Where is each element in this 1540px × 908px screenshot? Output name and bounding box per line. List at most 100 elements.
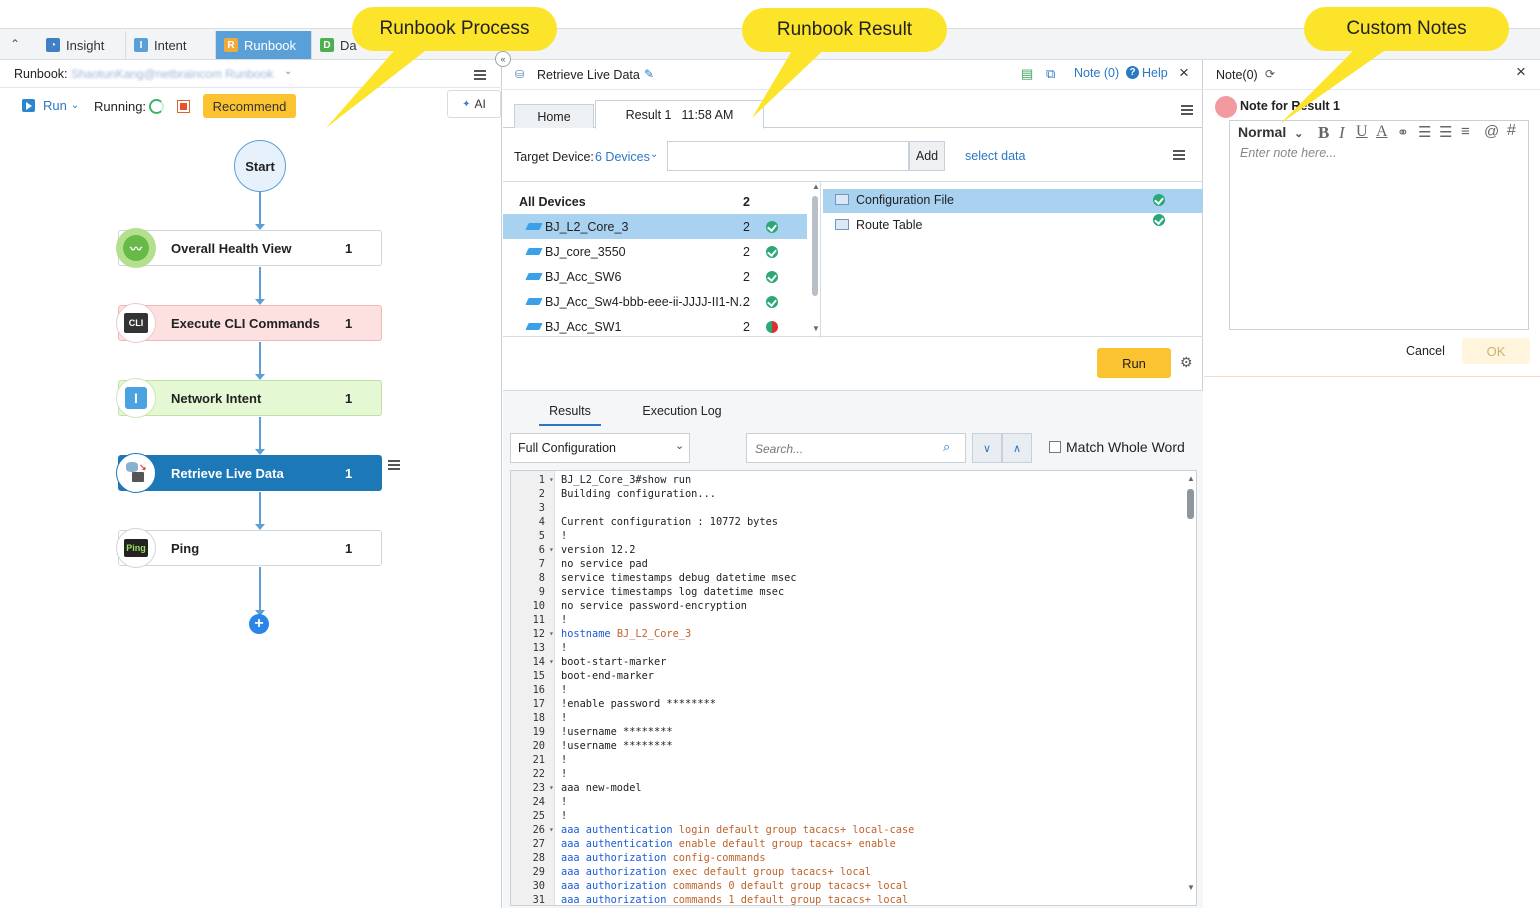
ok-button[interactable]: OK: [1462, 338, 1530, 364]
code-line: 12▾hostname BJ_L2_Core_3: [511, 627, 1181, 641]
code-line: 26▾aaa authentication login default grou…: [511, 823, 1181, 837]
node-ping[interactable]: Ping Ping 1: [118, 530, 382, 566]
code-line: 18!: [511, 711, 1181, 725]
note-placeholder: Enter note here...: [1240, 146, 1337, 160]
code-line: 15boot-end-marker: [511, 669, 1181, 683]
code-text: aaa authorization exec default group tac…: [561, 865, 871, 879]
code-line: 28aaa authorization config-commands: [511, 851, 1181, 865]
code-line: 14▾boot-start-marker: [511, 655, 1181, 669]
add-node-button[interactable]: +: [249, 614, 269, 634]
device-row[interactable]: BJ_L2_Core_3 2: [503, 214, 807, 239]
node-overall-health-view[interactable]: 〰 Overall Health View 1: [118, 230, 382, 266]
device-input[interactable]: [667, 141, 909, 171]
fold-icon[interactable]: ▾: [549, 655, 554, 669]
line-number: 23: [511, 781, 545, 795]
match-whole-checkbox[interactable]: [1049, 441, 1061, 453]
scrollbar[interactable]: ▲ ▼: [1184, 471, 1196, 906]
line-number: 26: [511, 823, 545, 837]
match-whole-label: Match Whole Word: [1066, 439, 1185, 455]
callout-runbook-result: Runbook Result: [742, 8, 947, 52]
flow-connector: [259, 267, 261, 301]
device-row[interactable]: BJ_Acc_Sw4-bbb-eee-ii-JJJJ-II1-N... 2: [503, 289, 807, 314]
code-text: boot-start-marker: [561, 655, 666, 669]
node-retrieve-live-data[interactable]: ↘ Retrieve Live Data 1: [118, 455, 382, 491]
intent-icon: I: [116, 378, 156, 418]
code-text: hostname BJ_L2_Core_3: [561, 627, 691, 641]
line-number: 15: [511, 669, 545, 683]
code-line: 20!username ********: [511, 739, 1181, 753]
node-menu-icon[interactable]: [388, 460, 400, 470]
chevron-down-icon: ⌄: [675, 439, 684, 452]
data-item-route[interactable]: Route Table: [823, 214, 1203, 238]
callout-pointer: [752, 44, 830, 118]
ping-icon: Ping: [116, 528, 156, 568]
success-icon: [1153, 214, 1165, 226]
cancel-button[interactable]: Cancel: [1406, 344, 1445, 358]
switch-icon: [525, 298, 542, 305]
success-icon: [766, 246, 778, 258]
node-count: 1: [345, 241, 352, 256]
node-execute-cli-commands[interactable]: CLI Execute CLI Commands 1: [118, 305, 382, 341]
node-network-intent[interactable]: I Network Intent 1: [118, 380, 382, 416]
runbook-result-panel: ⛁ Retrieve Live Data ✎ ▤ ⧉ Note (0) ? He…: [503, 60, 1203, 908]
fold-icon[interactable]: ▾: [549, 627, 554, 641]
fold-icon[interactable]: ▾: [549, 543, 554, 557]
device-row[interactable]: BJ_Acc_SW1 2: [503, 314, 807, 338]
tab-execution-log[interactable]: Execution Log: [633, 404, 731, 426]
code-text: aaa authorization commands 0 default gro…: [561, 879, 908, 893]
all-devices-row[interactable]: All Devices 2: [503, 189, 807, 214]
switch-icon: [525, 248, 542, 255]
code-value: exec default group tacacs+ local: [673, 866, 871, 878]
code-line: 23▾aaa new-model: [511, 781, 1181, 795]
code-text: !: [561, 767, 567, 781]
code-line: 30 aaa authorization commands 0 default g…: [511, 879, 1181, 893]
search-icon[interactable]: ⌕: [943, 439, 950, 455]
data-item-config[interactable]: Configuration File: [823, 189, 1203, 213]
target-device-value[interactable]: 6 Devices: [595, 150, 650, 164]
scrollbar[interactable]: ▲ ▼: [809, 182, 821, 338]
select-data-link[interactable]: select data: [965, 149, 1025, 163]
fold-icon[interactable]: ▾: [549, 473, 554, 487]
line-number: 28: [511, 851, 545, 865]
code-text: no service pad: [561, 557, 648, 571]
code-viewer[interactable]: 1▾BJ_L2_Core_3#show run2Building configu…: [510, 470, 1197, 906]
device-row[interactable]: BJ_Acc_SW6 2: [503, 264, 807, 289]
line-number: 21: [511, 753, 545, 767]
node-count: 1: [345, 466, 352, 481]
line-number: 30: [511, 879, 545, 893]
health-icon: 〰: [116, 228, 156, 268]
code-line: 3: [511, 501, 1181, 515]
line-number: 20: [511, 739, 545, 753]
all-devices-label: All Devices: [519, 195, 586, 209]
code-value: config-commands: [673, 852, 766, 864]
code-line: 7no service pad: [511, 557, 1181, 571]
code-text: !: [561, 529, 567, 543]
device-row[interactable]: BJ_core_3550 2: [503, 239, 807, 264]
code-line: 21!: [511, 753, 1181, 767]
next-match-button[interactable]: ∧: [1002, 433, 1032, 463]
note-editor[interactable]: Normal ⌄ B I U A ⚭ ☰ ☰ ≡ @ # Enter note …: [1229, 120, 1529, 330]
flow-connector: [259, 342, 261, 376]
callout-runbook-process: Runbook Process: [352, 7, 557, 51]
code-line: 16!: [511, 683, 1181, 697]
start-node[interactable]: Start: [234, 140, 286, 192]
code-text: BJ_L2_Core_3#show run: [561, 473, 691, 487]
line-number: 22: [511, 767, 545, 781]
add-button[interactable]: Add: [909, 141, 945, 171]
code-line: 10no service password-encryption: [511, 599, 1181, 613]
all-devices-count: 2: [743, 195, 750, 209]
search-input[interactable]: Search... ⌕: [746, 433, 966, 463]
code-line: 8service timestamps debug datetime msec: [511, 571, 1181, 585]
run-button[interactable]: Run: [1097, 348, 1171, 378]
chevron-down-icon[interactable]: ⌄: [650, 149, 658, 160]
code-line: 11!: [511, 613, 1181, 627]
prev-match-button[interactable]: ∨: [972, 433, 1002, 463]
fold-icon[interactable]: ▾: [549, 781, 554, 795]
fold-icon[interactable]: ▾: [549, 823, 554, 837]
line-number: 25: [511, 809, 545, 823]
menu-icon[interactable]: [1173, 150, 1185, 160]
config-select[interactable]: Full Configuration ⌄: [510, 433, 690, 463]
code-line: 25!: [511, 809, 1181, 823]
settings-icon[interactable]: ⚙: [1180, 354, 1193, 371]
tab-results[interactable]: Results: [539, 404, 601, 426]
